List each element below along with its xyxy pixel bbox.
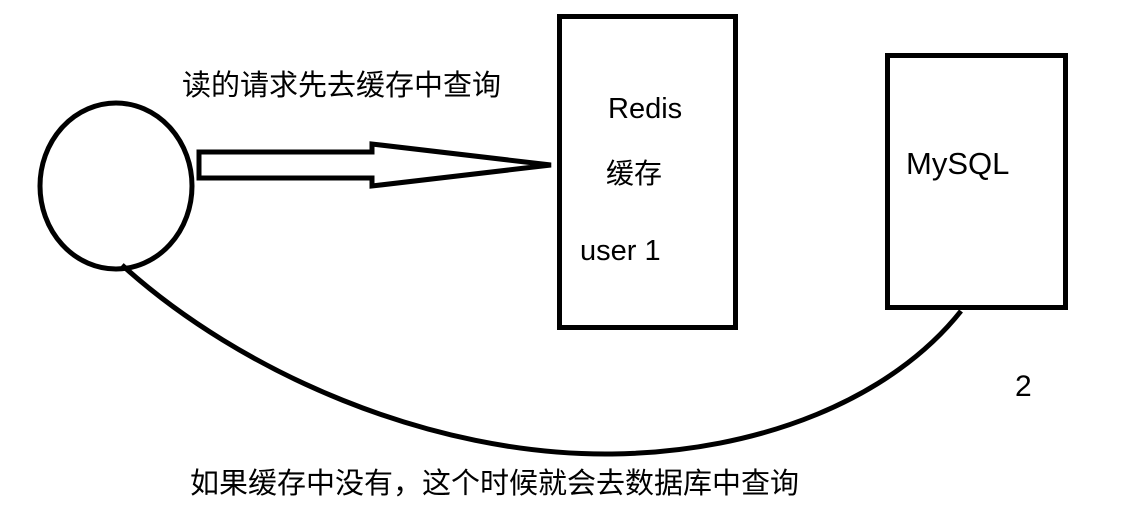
caption-label: 如果缓存中没有，这个时候就会去数据库中查询 [190,468,800,500]
step-number-label: 2 [1015,370,1032,403]
redis-node-title: Redis [608,93,683,125]
redis-node-subtitle: 缓存 [606,158,663,189]
redis-node-user-label: user 1 [580,235,661,267]
client-to-mysql-curve [120,263,963,457]
redis-node: Redis 缓存 user 1 [557,14,738,330]
mysql-node-title: MySQL [906,146,1010,181]
client-to-redis-arrow [196,141,552,189]
client-circle [37,100,195,272]
arrow-label: 读的请求先去缓存中查询 [182,70,502,102]
mysql-node: MySQL [885,53,1068,310]
